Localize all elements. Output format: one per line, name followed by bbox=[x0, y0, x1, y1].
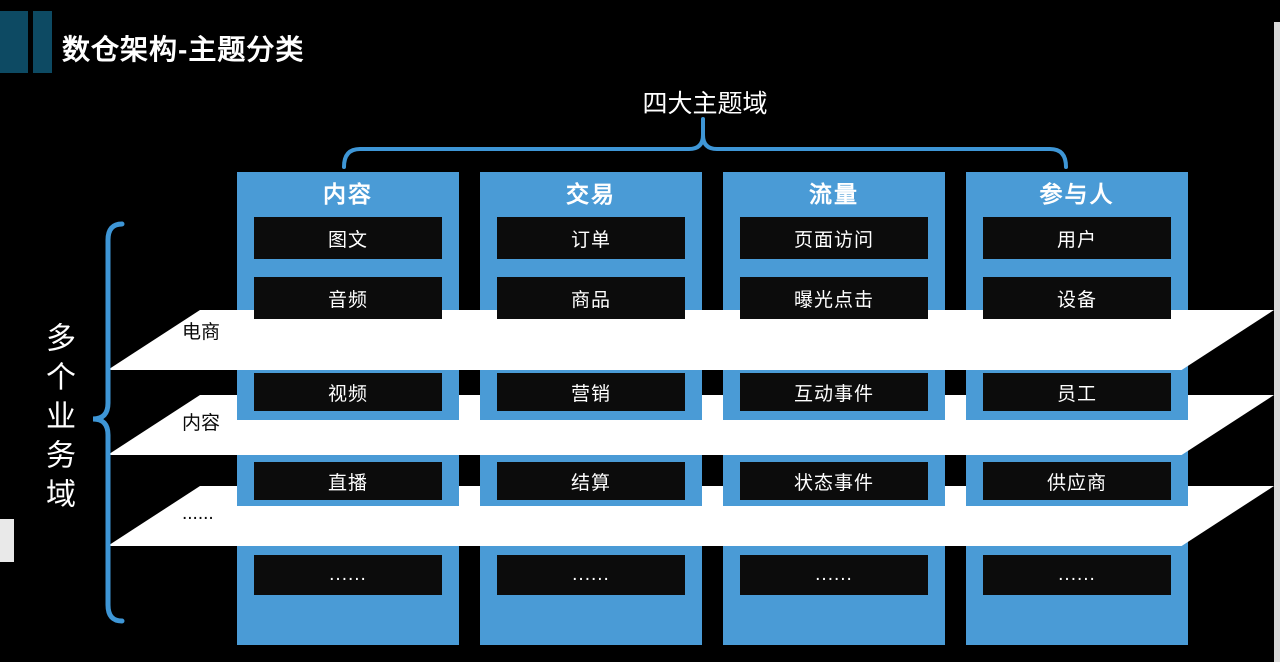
item-box: ...... bbox=[983, 555, 1171, 595]
column-header-participant: 参与人 bbox=[1039, 181, 1115, 207]
item-box: 用户 bbox=[983, 217, 1171, 259]
column-header-traffic: 流量 bbox=[809, 181, 859, 207]
item-box: 音频 bbox=[254, 277, 442, 319]
item-box: 曝光点击 bbox=[740, 277, 928, 319]
item-box: 视频 bbox=[254, 373, 442, 411]
item-box: 设备 bbox=[983, 277, 1171, 319]
item-box: ...... bbox=[740, 555, 928, 595]
column-header-trade: 交易 bbox=[566, 181, 616, 207]
item-box: ...... bbox=[254, 555, 442, 595]
item-box: 页面访问 bbox=[740, 217, 928, 259]
item-box: 营销 bbox=[497, 373, 685, 411]
title-accent-bar-large bbox=[0, 11, 28, 73]
top-brace-label: 四大主题域 bbox=[642, 90, 768, 118]
band-label-ecommerce: 电商 bbox=[182, 322, 221, 343]
item-box: 图文 bbox=[254, 217, 442, 259]
item-box: 状态事件 bbox=[740, 462, 928, 500]
item-box: 互动事件 bbox=[740, 373, 928, 411]
item-box: 直播 bbox=[254, 462, 442, 500]
title-accent-bar-small bbox=[33, 11, 52, 73]
left-brace-label: 多个业务域 bbox=[41, 322, 74, 517]
item-box: 结算 bbox=[497, 462, 685, 500]
right-edge-gray-strip bbox=[1274, 22, 1280, 662]
business-band-1 bbox=[107, 310, 1274, 370]
band-label-more: ...... bbox=[182, 503, 214, 524]
item-box: 员工 bbox=[983, 373, 1171, 411]
column-header-content: 内容 bbox=[323, 181, 373, 207]
item-box: 订单 bbox=[497, 217, 685, 259]
item-box: 商品 bbox=[497, 277, 685, 319]
item-box: 供应商 bbox=[983, 462, 1171, 500]
left-brace bbox=[92, 221, 125, 624]
item-box: ...... bbox=[497, 555, 685, 595]
band-label-content: 内容 bbox=[182, 413, 221, 434]
slide-title: 数仓架构-主题分类 bbox=[62, 34, 305, 65]
left-edge-gray-rect bbox=[0, 519, 14, 562]
top-brace bbox=[342, 134, 1068, 169]
